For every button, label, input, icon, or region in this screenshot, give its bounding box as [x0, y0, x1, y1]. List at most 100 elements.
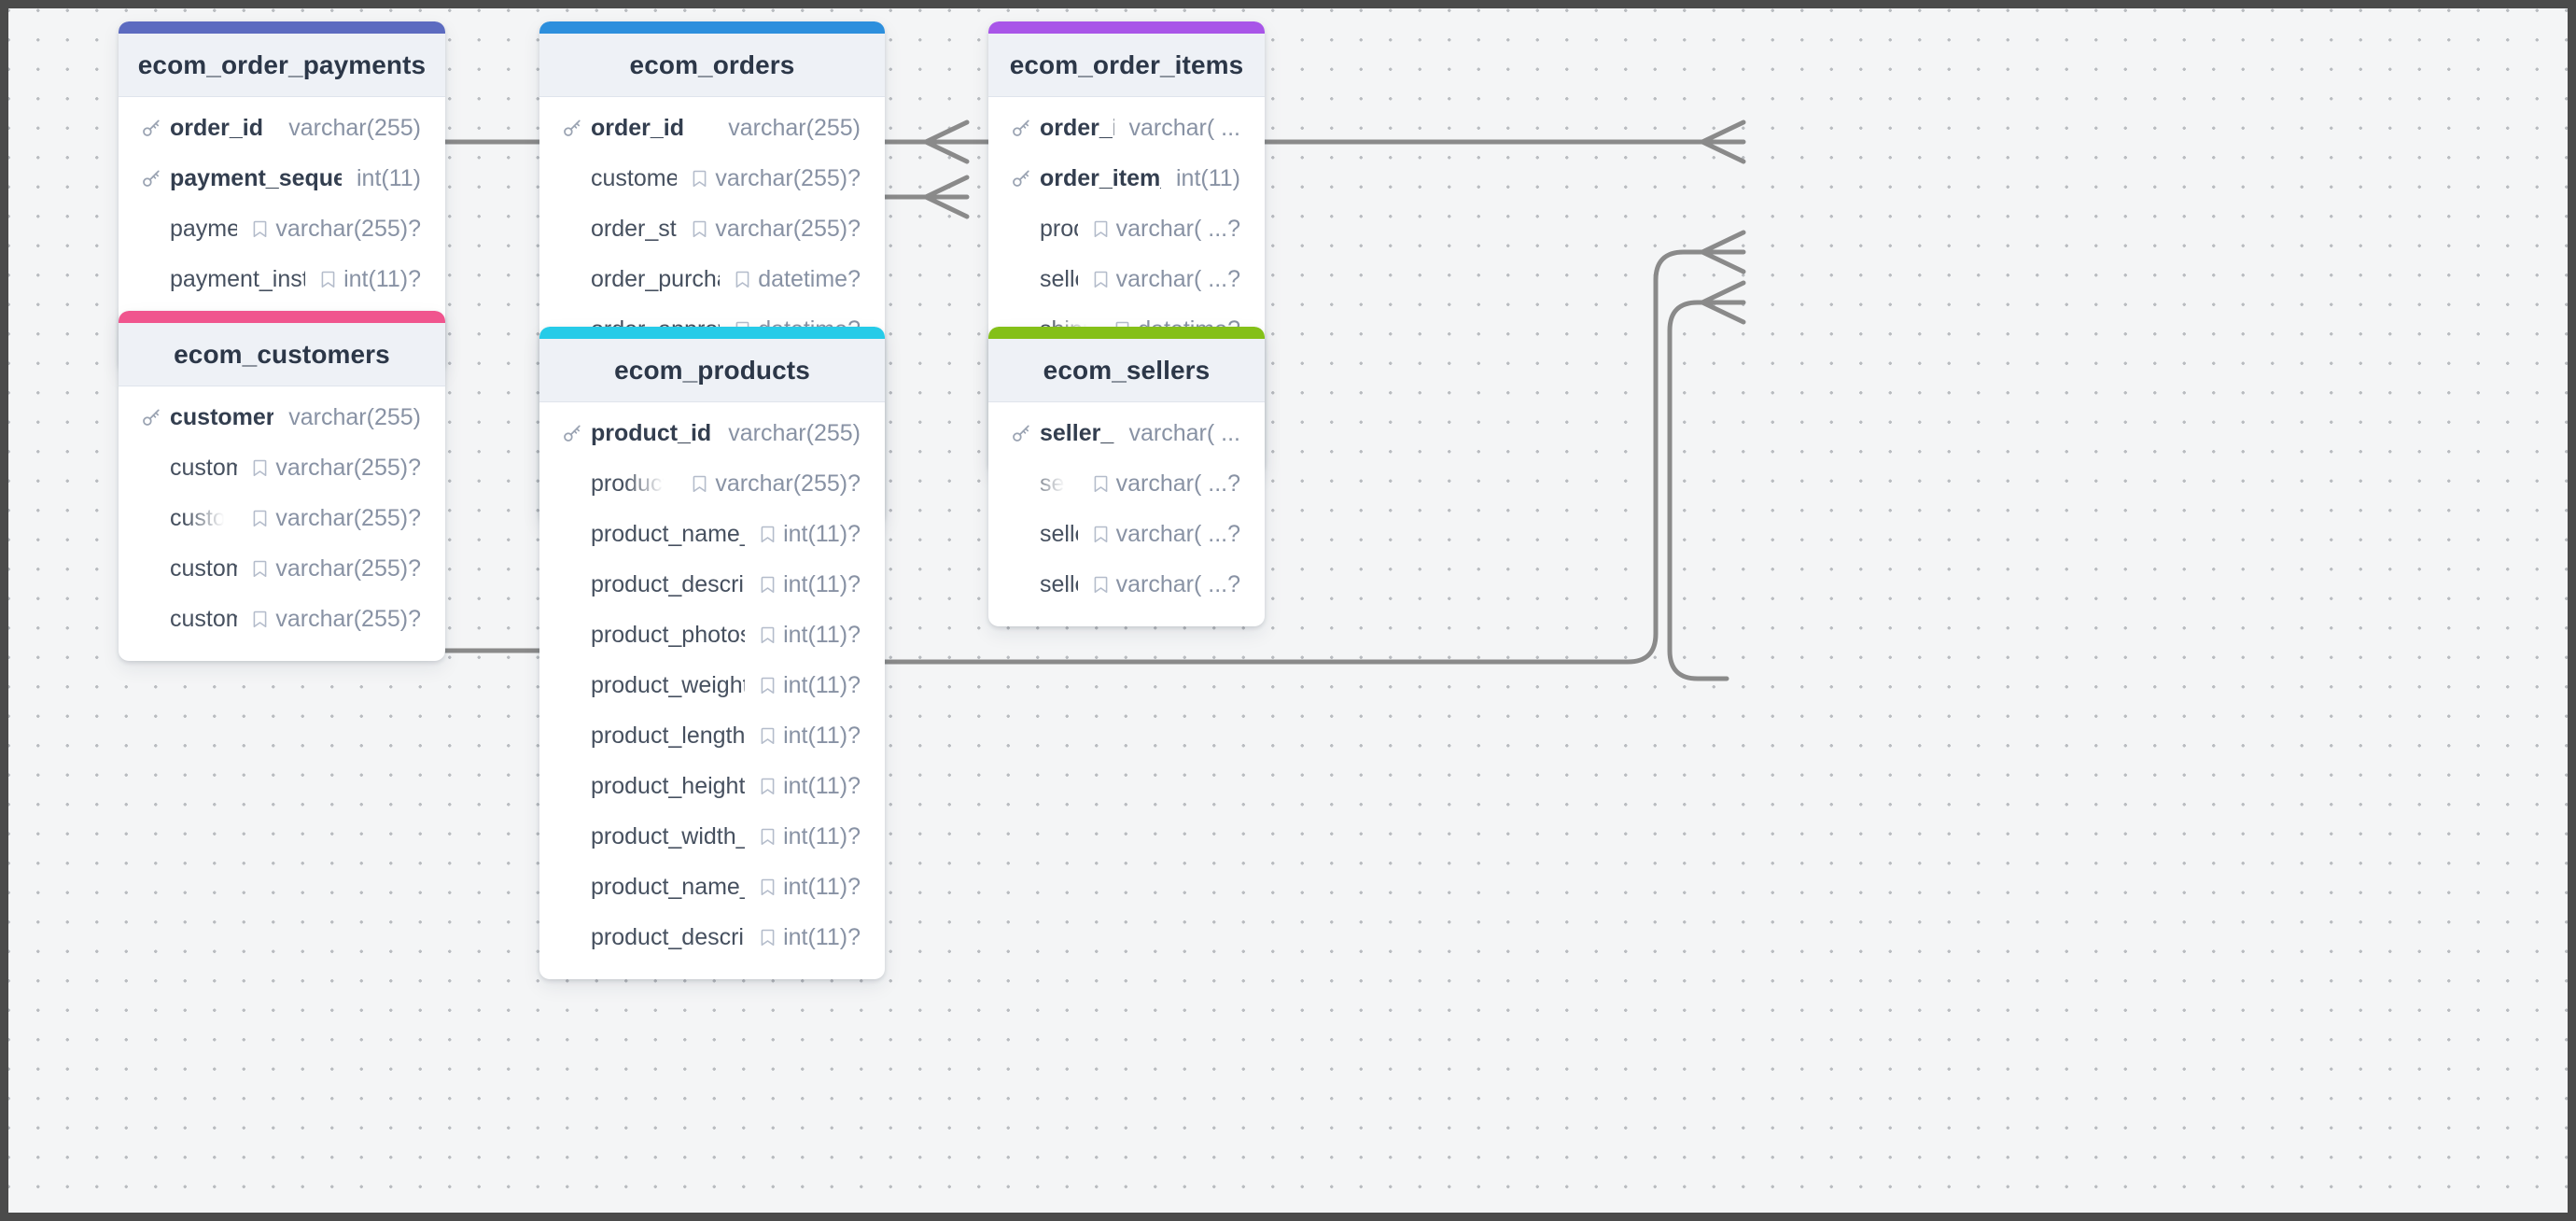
- field-row[interactable]: payment_sequentialint(11): [119, 153, 445, 204]
- field-type: varchar( ...: [1114, 420, 1240, 447]
- table-header[interactable]: ecom_sellers: [988, 339, 1265, 402]
- field-type: int(11)?: [745, 874, 861, 901]
- field-row[interactable]: customer_unique_id varchar(255)?: [119, 442, 445, 493]
- field-name: order_id: [1040, 114, 1114, 141]
- field-row[interactable]: order_status varchar(255)?: [539, 204, 885, 254]
- field-name: product_name_length: [591, 520, 745, 547]
- field-row[interactable]: customer_city varchar(255)?: [119, 543, 445, 594]
- field-row[interactable]: customer_id varchar(255)?: [539, 153, 885, 204]
- bookmark-icon: [761, 828, 775, 845]
- field-row[interactable]: product_weight_g int(11)?: [539, 660, 885, 710]
- table-header[interactable]: ecom_products: [539, 339, 885, 402]
- field-name: customer_city: [170, 554, 237, 582]
- field-type: varchar( ...?: [1078, 216, 1240, 243]
- field-name: seller_city: [1040, 520, 1078, 547]
- table-header[interactable]: ecom_order_items: [988, 34, 1265, 97]
- field-row[interactable]: product_height_cm int(11)?: [539, 761, 885, 811]
- table-fields: product_idvarchar(255)product_category_n…: [539, 402, 885, 979]
- field-type-label: varchar(255): [728, 419, 861, 446]
- field-type-label: datetime?: [758, 265, 861, 292]
- bookmark-icon: [761, 626, 775, 643]
- field-row[interactable]: seller_state varchar( ...?: [988, 559, 1265, 610]
- field-type: varchar(255)?: [237, 505, 421, 532]
- field-type-label: varchar(255)?: [715, 470, 861, 497]
- field-row[interactable]: seller_zip_code_prefix varchar( ...?: [988, 458, 1265, 509]
- bookmark-icon: [1094, 271, 1108, 288]
- field-row[interactable]: customer_state varchar(255)?: [119, 594, 445, 644]
- field-name: seller_id: [1040, 265, 1078, 292]
- bookmark-icon: [761, 878, 775, 895]
- field-row[interactable]: product_id varchar( ...?: [988, 204, 1265, 254]
- field-type: int(11)?: [745, 823, 861, 850]
- field-type: int(11): [1161, 165, 1240, 192]
- table-header[interactable]: ecom_customers: [119, 323, 445, 386]
- bookmark-icon: [761, 677, 775, 694]
- field-row[interactable]: order_id varchar( ...: [988, 103, 1265, 153]
- field-row[interactable]: payment_installments int(11)?: [119, 254, 445, 304]
- field-type: varchar(255): [713, 115, 861, 142]
- field-row[interactable]: seller_city varchar( ...?: [988, 509, 1265, 559]
- field-row[interactable]: order_purchase_timestamp datetime?: [539, 254, 885, 304]
- field-type-label: int(11): [1175, 164, 1240, 191]
- field-type: datetime?: [720, 266, 861, 293]
- field-row[interactable]: product_width_cm int(11)?: [539, 811, 885, 862]
- field-name: customer_unique_id: [170, 454, 237, 481]
- table-header[interactable]: ecom_order_payments: [119, 34, 445, 97]
- field-row[interactable]: product_category_name varchar(255)?: [539, 458, 885, 509]
- table-title: ecom_customers: [174, 339, 390, 369]
- key-icon: [1013, 119, 1029, 136]
- field-type: varchar(255): [273, 115, 421, 142]
- field-name: customer_id: [170, 403, 274, 430]
- field-type: int(11)?: [745, 773, 861, 800]
- field-type: varchar( ...?: [1078, 266, 1240, 293]
- field-row[interactable]: seller_idvarchar( ...: [988, 408, 1265, 458]
- field-type-label: varchar( ...: [1128, 114, 1240, 141]
- field-type: int(11)?: [745, 622, 861, 649]
- field-row[interactable]: product_photos_qty int(11)?: [539, 610, 885, 660]
- field-type-label: varchar(255)?: [715, 164, 861, 191]
- table-header[interactable]: ecom_orders: [539, 34, 885, 97]
- field-row[interactable]: order_item_idint(11): [988, 153, 1265, 204]
- field-name: product_height_cm: [591, 772, 746, 799]
- field-type: varchar(255)?: [677, 216, 861, 243]
- field-type-label: varchar( ...?: [1115, 520, 1240, 547]
- table-accent-bar: [988, 327, 1265, 339]
- field-row[interactable]: product_description_lenght int(11)?: [539, 912, 885, 962]
- field-type-label: int(11)?: [783, 570, 861, 597]
- field-row[interactable]: product_description_length int(11)?: [539, 559, 885, 610]
- table-card-ecom_customers[interactable]: ecom_customers customer_idvarchar(255)cu…: [119, 311, 445, 661]
- field-row[interactable]: payment_type varchar(255)?: [119, 204, 445, 254]
- field-type-label: varchar( ...?: [1115, 215, 1240, 242]
- bookmark-icon: [1094, 475, 1108, 492]
- field-type-label: varchar(255)?: [275, 504, 421, 531]
- bookmark-icon: [1094, 576, 1108, 593]
- field-name: customer_state: [170, 605, 237, 632]
- key-icon: [143, 119, 160, 136]
- field-type: varchar(255)?: [237, 555, 421, 582]
- field-type-label: int(11): [356, 164, 421, 191]
- field-type: int(11)?: [305, 266, 421, 293]
- field-name: product_photos_qty: [591, 621, 745, 648]
- field-row[interactable]: customer_zip_code_prefix varchar(255)?: [119, 493, 445, 543]
- field-row[interactable]: product_length_cm int(11)?: [539, 710, 885, 761]
- field-row[interactable]: product_name_lenght int(11)?: [539, 862, 885, 912]
- bookmark-icon: [1094, 220, 1108, 237]
- field-type-label: varchar(255): [288, 114, 421, 141]
- field-type-label: int(11)?: [783, 873, 861, 900]
- field-row[interactable]: product_name_length int(11)?: [539, 509, 885, 559]
- table-title: ecom_products: [614, 355, 810, 385]
- bookmark-icon: [321, 271, 335, 288]
- field-type: varchar(255)?: [237, 606, 421, 633]
- field-type: int(11)?: [745, 672, 861, 699]
- bookmark-icon: [253, 560, 267, 577]
- field-row[interactable]: seller_id varchar( ...?: [988, 254, 1265, 304]
- table-accent-bar: [539, 21, 885, 34]
